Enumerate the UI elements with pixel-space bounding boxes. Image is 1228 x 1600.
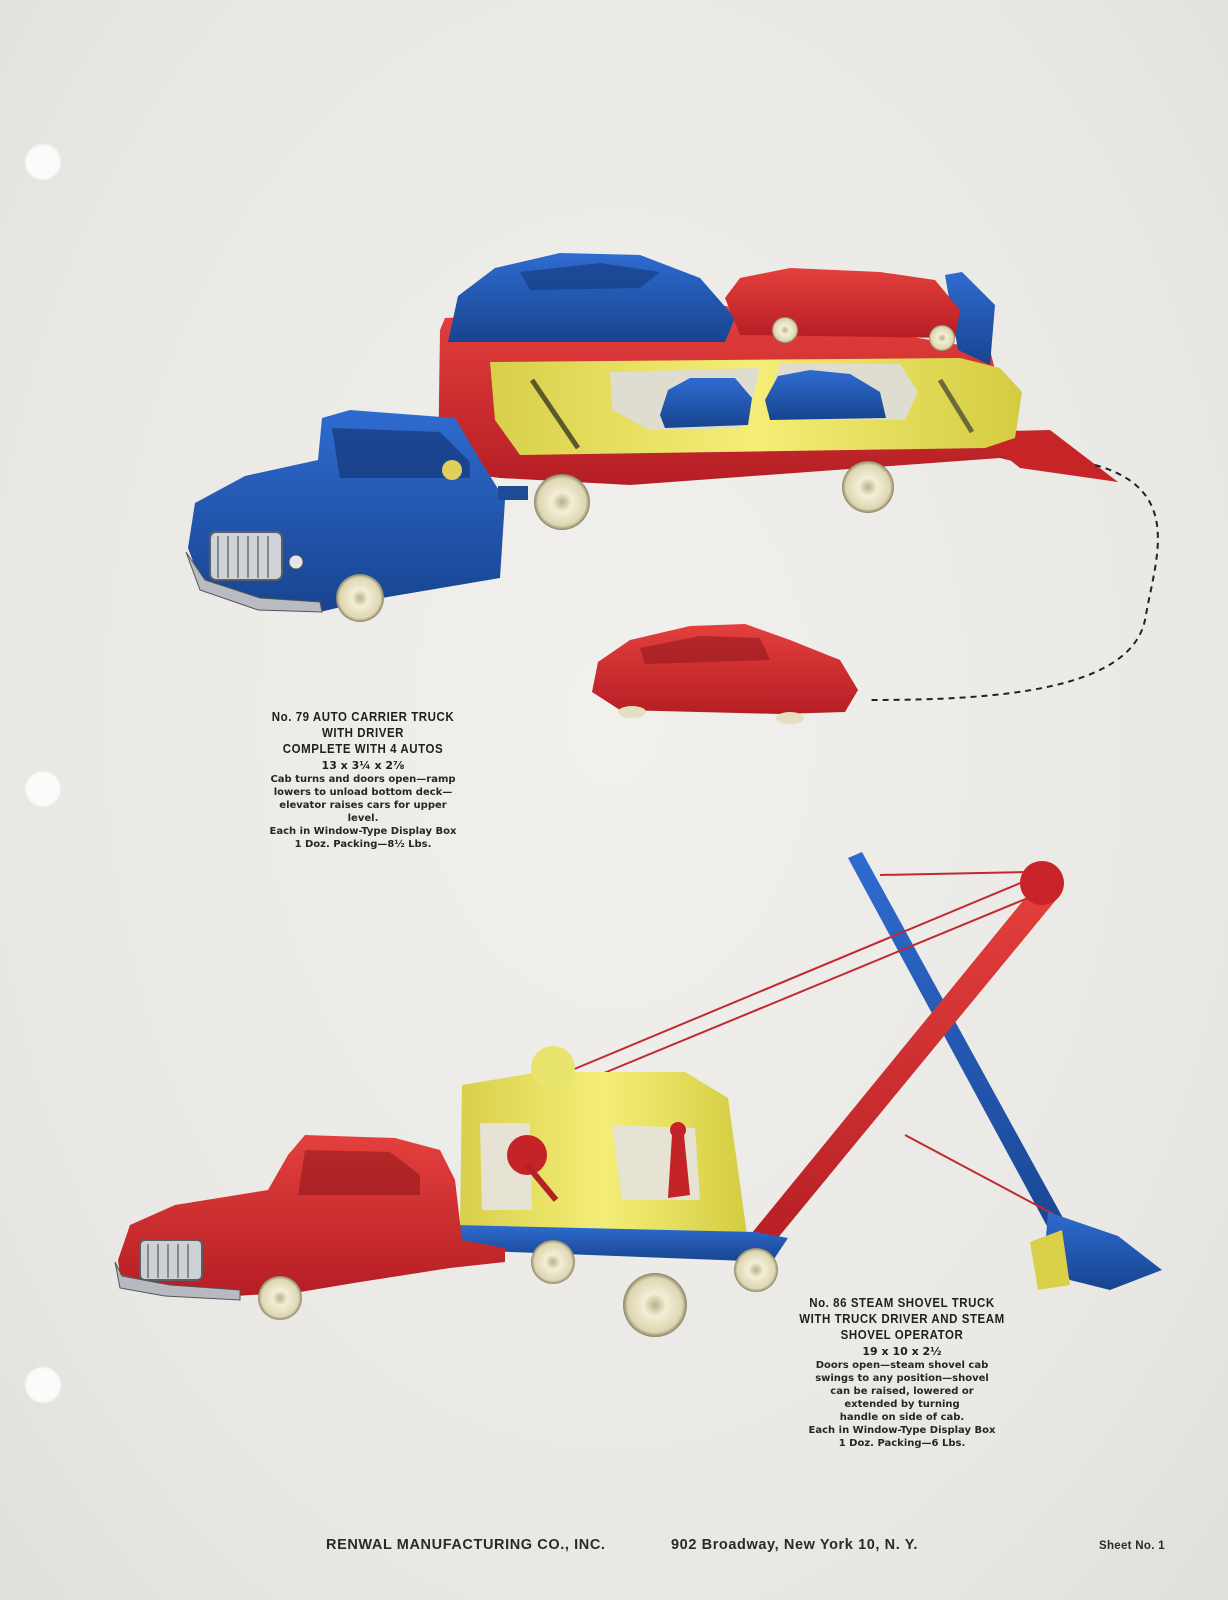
driver-figure (442, 460, 462, 480)
caption-title-line: SHOVEL OPERATOR (840, 1328, 964, 1342)
caption-description-line: elevator raises cars for upper (279, 800, 447, 811)
caption-description-line: Cab turns and doors open—ramp (270, 774, 456, 785)
chassis-wheel-front (531, 1240, 575, 1284)
caption-title-line: No. 86 STEAM SHOVEL TRUCK (809, 1296, 995, 1310)
cab-dome (531, 1046, 575, 1090)
elevator-strut-left (529, 378, 581, 450)
auto-carrier-truck-illustration (185, 253, 1159, 724)
hitch (498, 486, 528, 500)
drum-crank (524, 1163, 559, 1202)
shovel-boom-red (738, 880, 1060, 1262)
red-cab-windshield (298, 1150, 420, 1195)
trailer-wheel-front (534, 474, 590, 530)
grille-bars (217, 536, 269, 578)
chassis-wheel-rear (734, 1248, 778, 1292)
caption-description-line: handle on side of cab. (839, 1412, 965, 1423)
boom-sheave (1020, 861, 1064, 905)
caption-description-line: swings to any position—shovel (815, 1373, 989, 1384)
caption-title-line: No. 79 AUTO CARRIER TRUCK (271, 710, 455, 724)
carrier-ramp (975, 430, 1118, 482)
unloaded-car-wheel-front (618, 706, 646, 718)
bucket-arm (1030, 1230, 1070, 1290)
red-cab-grille (139, 1239, 203, 1281)
chassis-wheel-middle (623, 1273, 687, 1337)
steam-shovel-truck-illustration (114, 852, 1162, 1337)
caption-description-line: Each in Window-Type Display Box (269, 826, 457, 837)
winding-drum (507, 1135, 547, 1175)
product-caption-79: No. 79 AUTO CARRIER TRUCK WITH DRIVER CO… (250, 709, 476, 851)
operator-figure (668, 1135, 690, 1198)
cab-wheel (336, 574, 384, 622)
binder-hole-middle (24, 770, 62, 808)
caption-title-line: COMPLETE WITH 4 AUTOS (282, 742, 444, 756)
caption-dimensions: 19 x 10 x 2½ (862, 1345, 942, 1358)
shovel-cables (559, 871, 1056, 1216)
cab-headlight (288, 554, 304, 570)
footer-address: 902 Broadway, New York 10, N. Y. (671, 1537, 919, 1553)
shovel-bucket (1045, 1212, 1162, 1290)
lower-blue-car-1 (660, 378, 752, 428)
caption-description-line: 1 Doz. Packing—6 Lbs. (838, 1438, 966, 1449)
cab-windshield (332, 428, 470, 478)
shovel-cab-yellow (460, 1072, 748, 1250)
caption-description-line: Doors open—steam shovel cab (815, 1360, 989, 1371)
carrier-rear-upright (945, 272, 995, 365)
binder-hole-bottom (24, 1366, 62, 1404)
footer-sheet-number: Sheet No. 1 (1099, 1540, 1165, 1552)
red-cab-bumper (114, 1261, 241, 1301)
operator-head (670, 1122, 686, 1138)
shovel-dipper-stick (848, 852, 1085, 1265)
caption-dimensions: 13 x 3¼ x 2⅞ (321, 759, 405, 772)
red-cab-wheel (258, 1276, 302, 1320)
elevator-strut-right (937, 378, 975, 434)
cab-grille (209, 531, 283, 581)
caption-description-line: Each in Window-Type Display Box (808, 1425, 996, 1436)
product-caption-86: No. 86 STEAM SHOVEL TRUCK WITH TRUCK DRI… (786, 1295, 1018, 1450)
caption-title-line: WITH DRIVER (321, 726, 405, 740)
race-car-wheel-front (772, 317, 798, 343)
binder-hole-top (24, 143, 62, 181)
caption-description-line: can be raised, lowered or (830, 1386, 974, 1397)
ramp-path-dotted (869, 464, 1159, 701)
caption-description-line: extended by turning (844, 1399, 960, 1410)
trailer-wheel-rear (842, 461, 894, 513)
caption-description-line: lowers to unload bottom deck— (273, 787, 453, 798)
footer-company-name: RENWAL MANUFACTURING CO., INC. (326, 1537, 606, 1553)
caption-description-line: level. (347, 813, 379, 824)
upper-blue-car (448, 253, 735, 342)
unloaded-car-wheel-rear (776, 712, 804, 724)
race-car-wheel-rear (929, 325, 955, 351)
unloaded-car-windows (640, 636, 770, 664)
cab-bumper (185, 551, 323, 613)
red-grille-bars (147, 1244, 189, 1278)
caption-description-line: 1 Doz. Packing—8½ Lbs. (294, 839, 432, 850)
upper-blue-car-window (520, 263, 660, 290)
upper-red-race-car (725, 268, 960, 338)
lower-blue-car-2 (765, 370, 886, 420)
caption-title-line: WITH TRUCK DRIVER AND STEAM (799, 1312, 1005, 1326)
